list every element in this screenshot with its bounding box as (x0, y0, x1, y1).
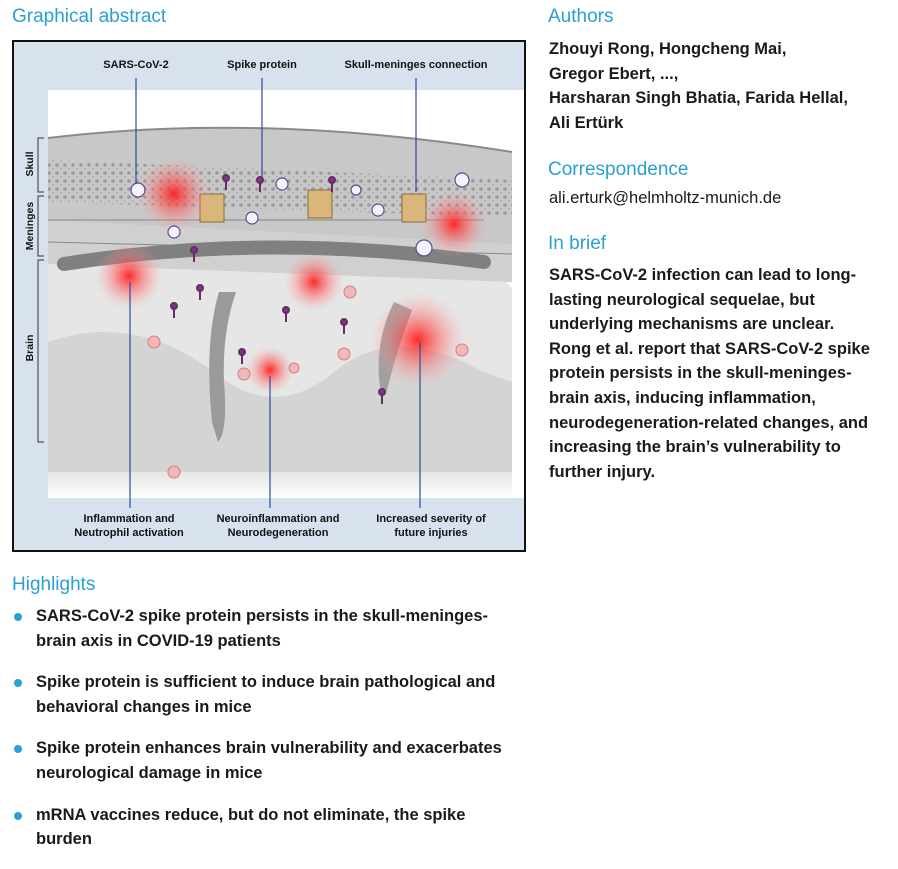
label-brain: Brain (24, 334, 36, 362)
authors-list: Zhouyi Rong, Hongcheng Mai, Gregor Ebert… (549, 40, 848, 132)
label-neuroinflammation: Neuroinflammation and Neurodegeneration (216, 513, 340, 539)
bullet-icon (14, 745, 22, 754)
label-future-injuries: Increased severity of future injuries (376, 513, 486, 539)
graphical-abstract-heading: Graphical abstract (12, 6, 167, 27)
correspondence-email[interactable]: ali.erturk@helmholtz-munich.de (549, 189, 782, 207)
authors-heading: Authors (548, 6, 614, 27)
label-skull: Skull (24, 151, 36, 177)
highlight-item: SARS-CoV-2 spike protein persists in the… (14, 604, 514, 653)
bullet-icon (14, 613, 22, 621)
label-meninges: Meninges (24, 201, 36, 251)
bullet-icon (14, 679, 22, 688)
label-spike-protein: Spike protein (227, 59, 297, 71)
bullet-icon (14, 811, 22, 820)
highlight-item: Spike protein is sufficient to induce br… (14, 670, 514, 719)
label-sars-cov-2: SARS-CoV-2 (103, 59, 169, 71)
highlight-item: Spike protein enhances brain vulnerabili… (14, 736, 514, 785)
highlight-item: mRNA vaccines reduce, but do not elimina… (14, 803, 514, 852)
highlights-list: SARS-CoV-2 spike protein persists in the… (14, 604, 514, 869)
label-inflammation: Inflammation and Neutrophil activation (74, 513, 184, 539)
label-skull-meninges-connection: Skull-meninges connection (344, 59, 488, 71)
in-brief-heading: In brief (548, 233, 607, 254)
highlights-heading: Highlights (12, 574, 96, 595)
graphical-abstract-illustration (37, 78, 524, 508)
correspondence-heading: Correspondence (548, 159, 689, 180)
graphical-abstract-figure: SARS-CoV-2 Spike protein Skull-meninges … (12, 40, 526, 552)
in-brief-text: SARS-CoV-2 infection can lead to long- l… (549, 266, 870, 481)
